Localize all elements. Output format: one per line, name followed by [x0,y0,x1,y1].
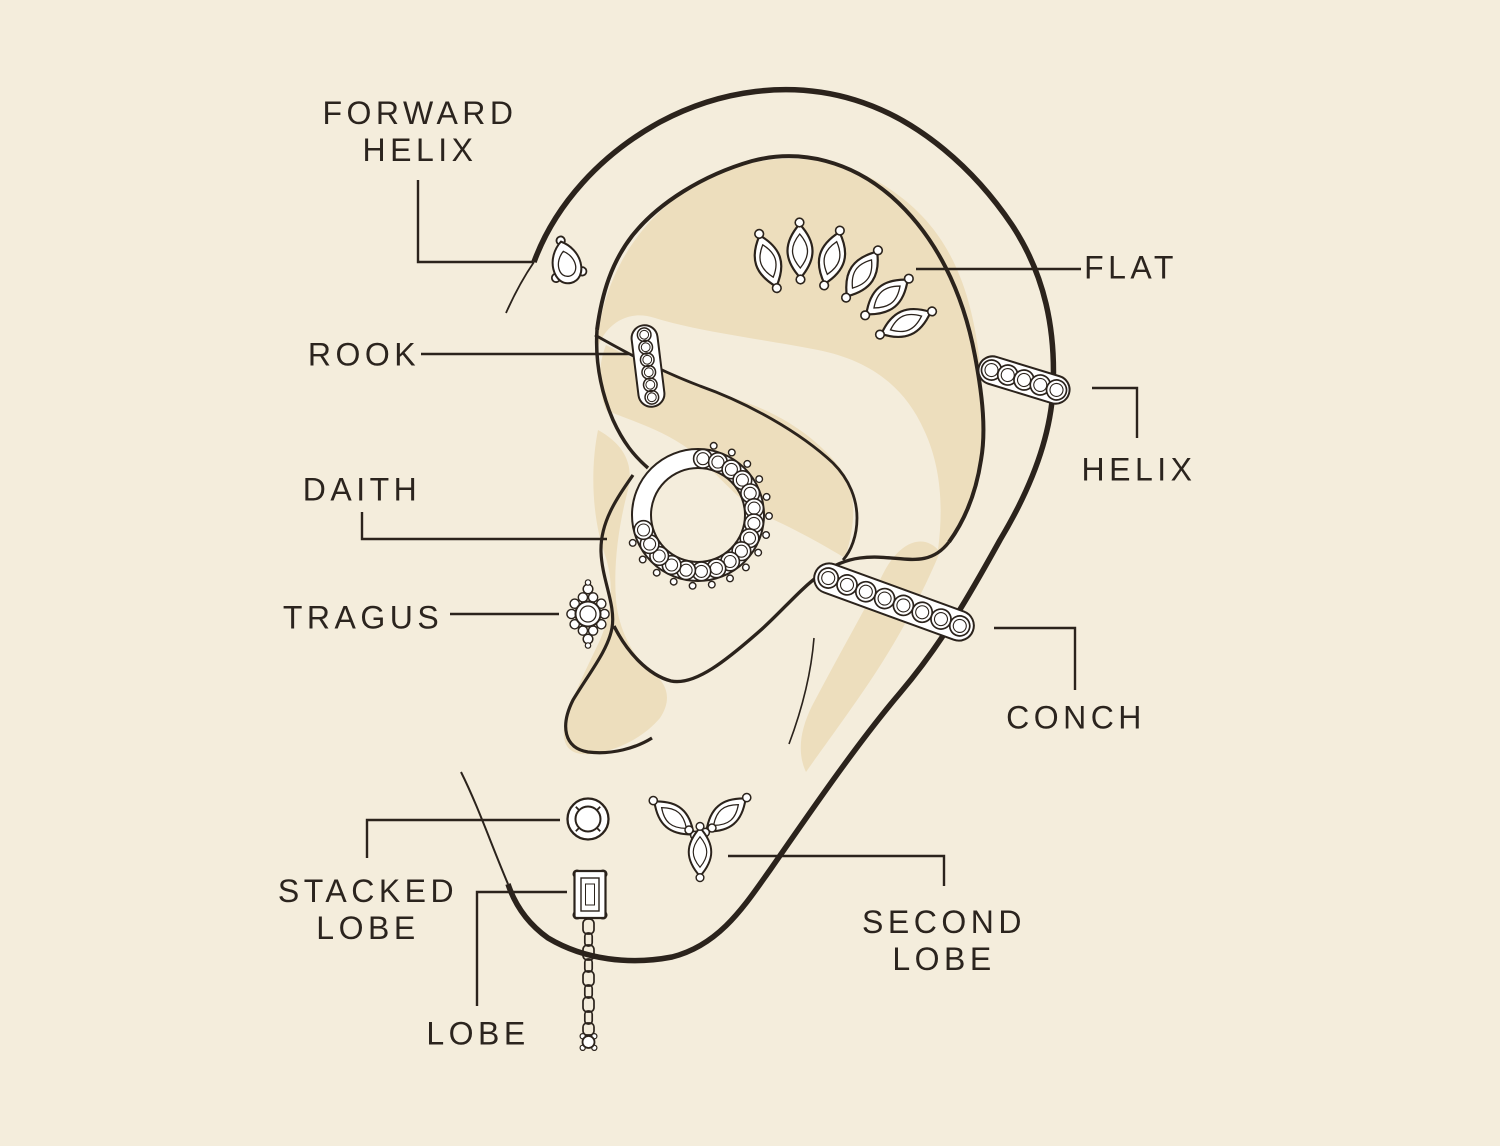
label-stacked-lobe-line1: STACKED [277,873,459,909]
label-forward-helix: FORWARD HELIX [322,95,517,169]
label-daith-text: DAITH [302,471,422,508]
label-flat: FLAT [1084,250,1178,287]
label-stacked-lobe: STACKED LOBE [278,873,458,947]
label-rook-text: ROOK [307,336,421,373]
stacked-lobe-stud [566,797,610,841]
label-forward-helix-line1: FORWARD [322,95,518,131]
antihelix-line [612,540,951,684]
leader-forward-helix [416,180,533,264]
label-forward-helix-line2: HELIX [362,132,478,168]
leader-conch [994,626,1077,690]
lobe-drop-earring [572,869,608,1052]
second-lobe-cluster [641,784,759,883]
leader-stacked-lobe [365,818,560,858]
label-helix: HELIX [1082,452,1197,489]
leader-second-lobe [728,854,946,886]
label-helix-text: HELIX [1081,451,1197,488]
inner-rim-line [595,154,986,544]
outer-rim-line [505,86,1057,964]
label-lobe: LOBE [426,1016,529,1053]
leader-daith [360,512,607,541]
cheek-line [460,771,509,885]
label-tragus: TRAGUS [283,600,443,637]
label-second-lobe-line2: LOBE [892,941,996,977]
label-lobe-text: LOBE [426,1015,530,1052]
label-tragus-text: TRAGUS [282,599,444,636]
tragus-stud [566,579,610,649]
leader-lobe [475,890,567,1006]
front-edge-line [505,261,535,314]
label-stacked-lobe-line2: LOBE [316,910,420,946]
label-daith: DAITH [303,472,422,509]
label-conch-text: CONCH [1006,699,1146,736]
conch-bar [813,562,975,642]
label-second-lobe-line1: SECOND [862,904,1026,940]
label-second-lobe: SECOND LOBE [862,904,1026,978]
label-rook: ROOK [308,337,420,374]
forward-helix-stud [550,235,588,285]
daith-hoop [628,441,773,590]
leader-helix [1092,386,1139,438]
label-flat-text: FLAT [1084,249,1178,286]
label-conch: CONCH [1006,700,1146,737]
leader-lines [360,180,1139,1006]
antitragus-crease-line [788,637,815,745]
helix-bar [977,355,1071,405]
rook-bar [630,324,666,408]
